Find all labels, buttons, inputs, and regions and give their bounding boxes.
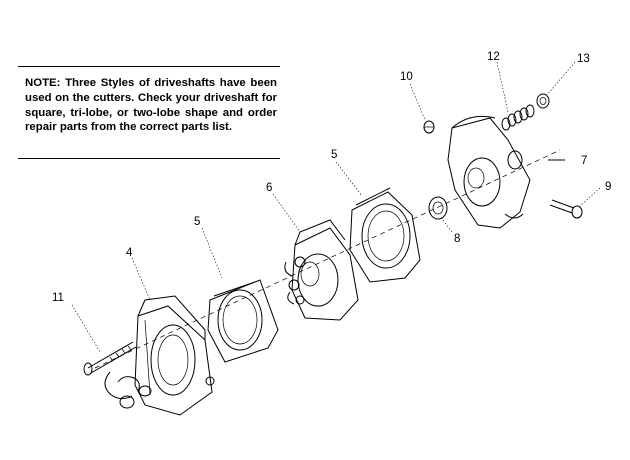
note-text: NOTE: Three Styles of driveshafts have b…: [25, 77, 277, 134]
part-8-coupling: [428, 196, 448, 220]
callout-7: 7: [581, 155, 587, 167]
part-10-nut: [423, 120, 435, 134]
callout-11: 11: [52, 292, 64, 304]
leader-4: [131, 257, 151, 301]
callout-4: 4: [126, 247, 133, 259]
leader-13: [546, 61, 576, 96]
leader-5-right: [335, 161, 363, 197]
part-7-carrier: [447, 115, 531, 229]
callout-5-left: 5: [194, 216, 200, 228]
callout-13: 13: [577, 53, 590, 65]
part-5-gasket-right: [349, 187, 421, 283]
leader-12: [496, 61, 509, 113]
part-6-flange: [284, 219, 359, 321]
part-12-spring: [501, 104, 535, 131]
callout-8: 8: [454, 233, 460, 245]
part-9-bolt: [549, 199, 583, 219]
leader-11: [71, 304, 101, 353]
leader-9: [579, 187, 601, 207]
part-13-cap: [536, 93, 550, 109]
callout-12: 12: [487, 51, 500, 63]
leader-8: [439, 215, 453, 233]
leader-6: [272, 193, 301, 233]
part-4-housing: [104, 295, 215, 416]
part-11-bolt: [83, 341, 137, 376]
leader-10: [409, 83, 426, 121]
part-5-gasket-left: [207, 279, 279, 363]
note-bottom-rule: [18, 158, 280, 159]
center-axis-line: [94, 149, 561, 369]
callout-6: 6: [266, 182, 272, 194]
note-top-rule: [18, 66, 280, 67]
callout-10: 10: [400, 71, 413, 83]
callout-9: 9: [605, 181, 611, 193]
callout-5-right: 5: [331, 149, 337, 161]
leader-5-left: [201, 227, 223, 279]
